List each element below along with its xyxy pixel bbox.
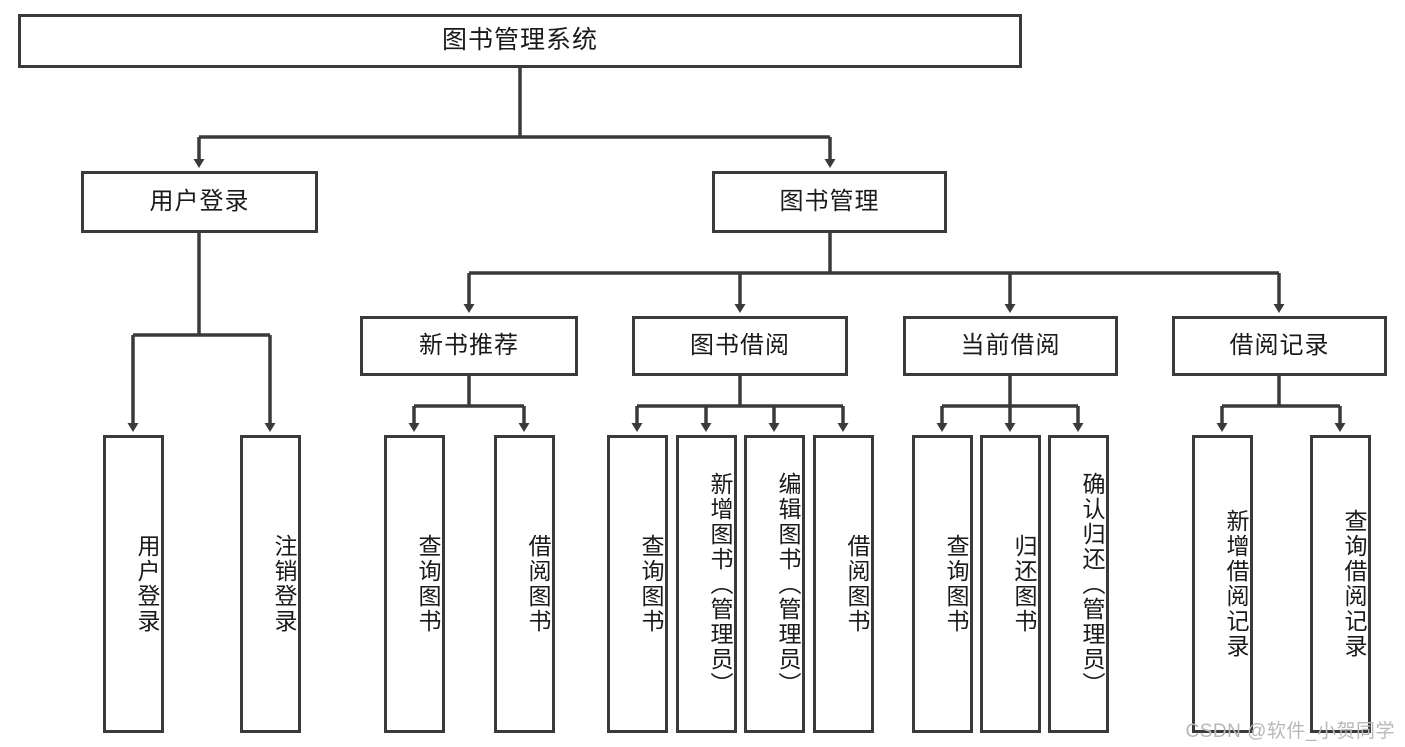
leaf-add-book-admin[interactable]: 新增图书（管理员） bbox=[676, 435, 737, 733]
node-root-book-management-system[interactable]: 图书管理系统 bbox=[18, 14, 1022, 68]
leaf-borrow-book-borrow[interactable]: 借阅图书 bbox=[813, 435, 874, 733]
node-current-borrow[interactable]: 当前借阅 bbox=[903, 316, 1118, 376]
leaf-add-borrow-record[interactable]: 新增借阅记录 bbox=[1192, 435, 1253, 733]
leaf-return-book[interactable]: 归还图书 bbox=[980, 435, 1041, 733]
node-book-borrow[interactable]: 图书借阅 bbox=[632, 316, 848, 376]
leaf-query-book-recommend[interactable]: 查询图书 bbox=[384, 435, 445, 733]
node-user-login[interactable]: 用户登录 bbox=[81, 171, 318, 233]
node-borrow-record[interactable]: 借阅记录 bbox=[1172, 316, 1387, 376]
leaf-borrow-book-recommend[interactable]: 借阅图书 bbox=[494, 435, 555, 733]
leaf-query-borrow-record[interactable]: 查询借阅记录 bbox=[1310, 435, 1371, 733]
leaf-logout-login[interactable]: 注销登录 bbox=[240, 435, 301, 733]
leaf-edit-book-admin[interactable]: 编辑图书（管理员） bbox=[744, 435, 805, 733]
leaf-query-book-borrow[interactable]: 查询图书 bbox=[607, 435, 668, 733]
watermark-text: CSDN @软件_小贺同学 bbox=[1185, 721, 1395, 742]
leaf-user-login[interactable]: 用户登录 bbox=[103, 435, 164, 733]
leaf-query-book-current[interactable]: 查询图书 bbox=[912, 435, 973, 733]
node-book-management[interactable]: 图书管理 bbox=[712, 171, 947, 233]
leaf-confirm-return-admin[interactable]: 确认归还（管理员） bbox=[1048, 435, 1109, 733]
node-new-book-recommend[interactable]: 新书推荐 bbox=[360, 316, 578, 376]
